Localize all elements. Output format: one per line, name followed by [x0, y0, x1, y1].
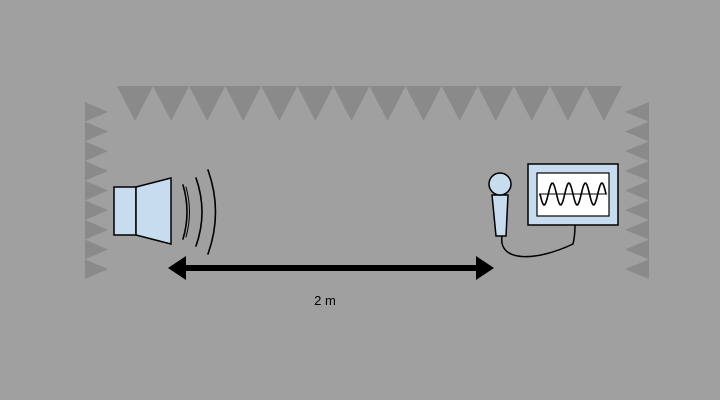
ceiling-wedge — [333, 86, 370, 121]
distance-label: 2 m — [314, 293, 336, 308]
left-wall-wedge — [85, 102, 108, 122]
ceiling-wedge — [585, 86, 622, 121]
sound-wave-2 — [195, 177, 203, 247]
left-wall-wedge — [85, 161, 108, 181]
ceiling-wedge — [405, 86, 442, 121]
ceiling-absorber-wedges — [117, 86, 622, 121]
left-wall-wedge — [85, 180, 108, 201]
speaker-cone — [135, 177, 172, 245]
microphone-icon — [488, 172, 576, 258]
oscilloscope-waveform — [539, 182, 607, 206]
microphone-cable — [501, 224, 576, 258]
distance-arrow-left-head — [168, 256, 186, 280]
ceiling-wedge — [477, 86, 514, 121]
ceiling-wedge — [189, 86, 226, 121]
right-wall-wedge — [625, 220, 649, 240]
oscilloscope-icon — [527, 163, 619, 226]
left-wall-wedge — [85, 121, 108, 142]
sound-wave-1 — [182, 184, 188, 240]
right-wall-absorber-wedges — [625, 102, 649, 279]
ceiling-wedge — [225, 86, 262, 121]
right-wall-wedge — [625, 161, 649, 181]
ceiling-wedge — [153, 86, 190, 121]
right-wall-wedge — [625, 259, 649, 279]
sound-wave-3 — [207, 169, 217, 255]
sound-wave-1-inner — [185, 186, 190, 238]
left-wall-absorber-wedges — [85, 102, 108, 279]
microphone-head — [488, 172, 512, 196]
left-wall-wedge — [85, 220, 108, 240]
sound-wave-icon — [182, 169, 217, 255]
ceiling-wedge — [297, 86, 334, 121]
ceiling-wedge — [261, 86, 298, 121]
ceiling-wedge — [549, 86, 586, 121]
right-wall-wedge — [625, 200, 649, 220]
left-wall-wedge — [85, 141, 108, 161]
speaker-body — [113, 186, 137, 236]
ceiling-wedge — [441, 86, 478, 121]
right-wall-wedge — [625, 141, 649, 161]
double-arrow-icon — [168, 256, 494, 280]
ceiling-wedge — [117, 86, 154, 121]
loudspeaker-icon — [113, 177, 172, 245]
right-wall-wedge — [625, 239, 649, 260]
left-wall-wedge — [85, 200, 108, 220]
left-wall-wedge — [85, 259, 108, 279]
distance-arrow-right-head — [476, 256, 494, 280]
right-wall-wedge — [625, 180, 649, 201]
right-wall-wedge — [625, 121, 649, 142]
ceiling-wedge — [513, 86, 550, 121]
right-wall-wedge — [625, 102, 649, 122]
microphone-handle — [491, 194, 509, 237]
ceiling-wedge — [369, 86, 406, 121]
left-wall-wedge — [85, 239, 108, 260]
